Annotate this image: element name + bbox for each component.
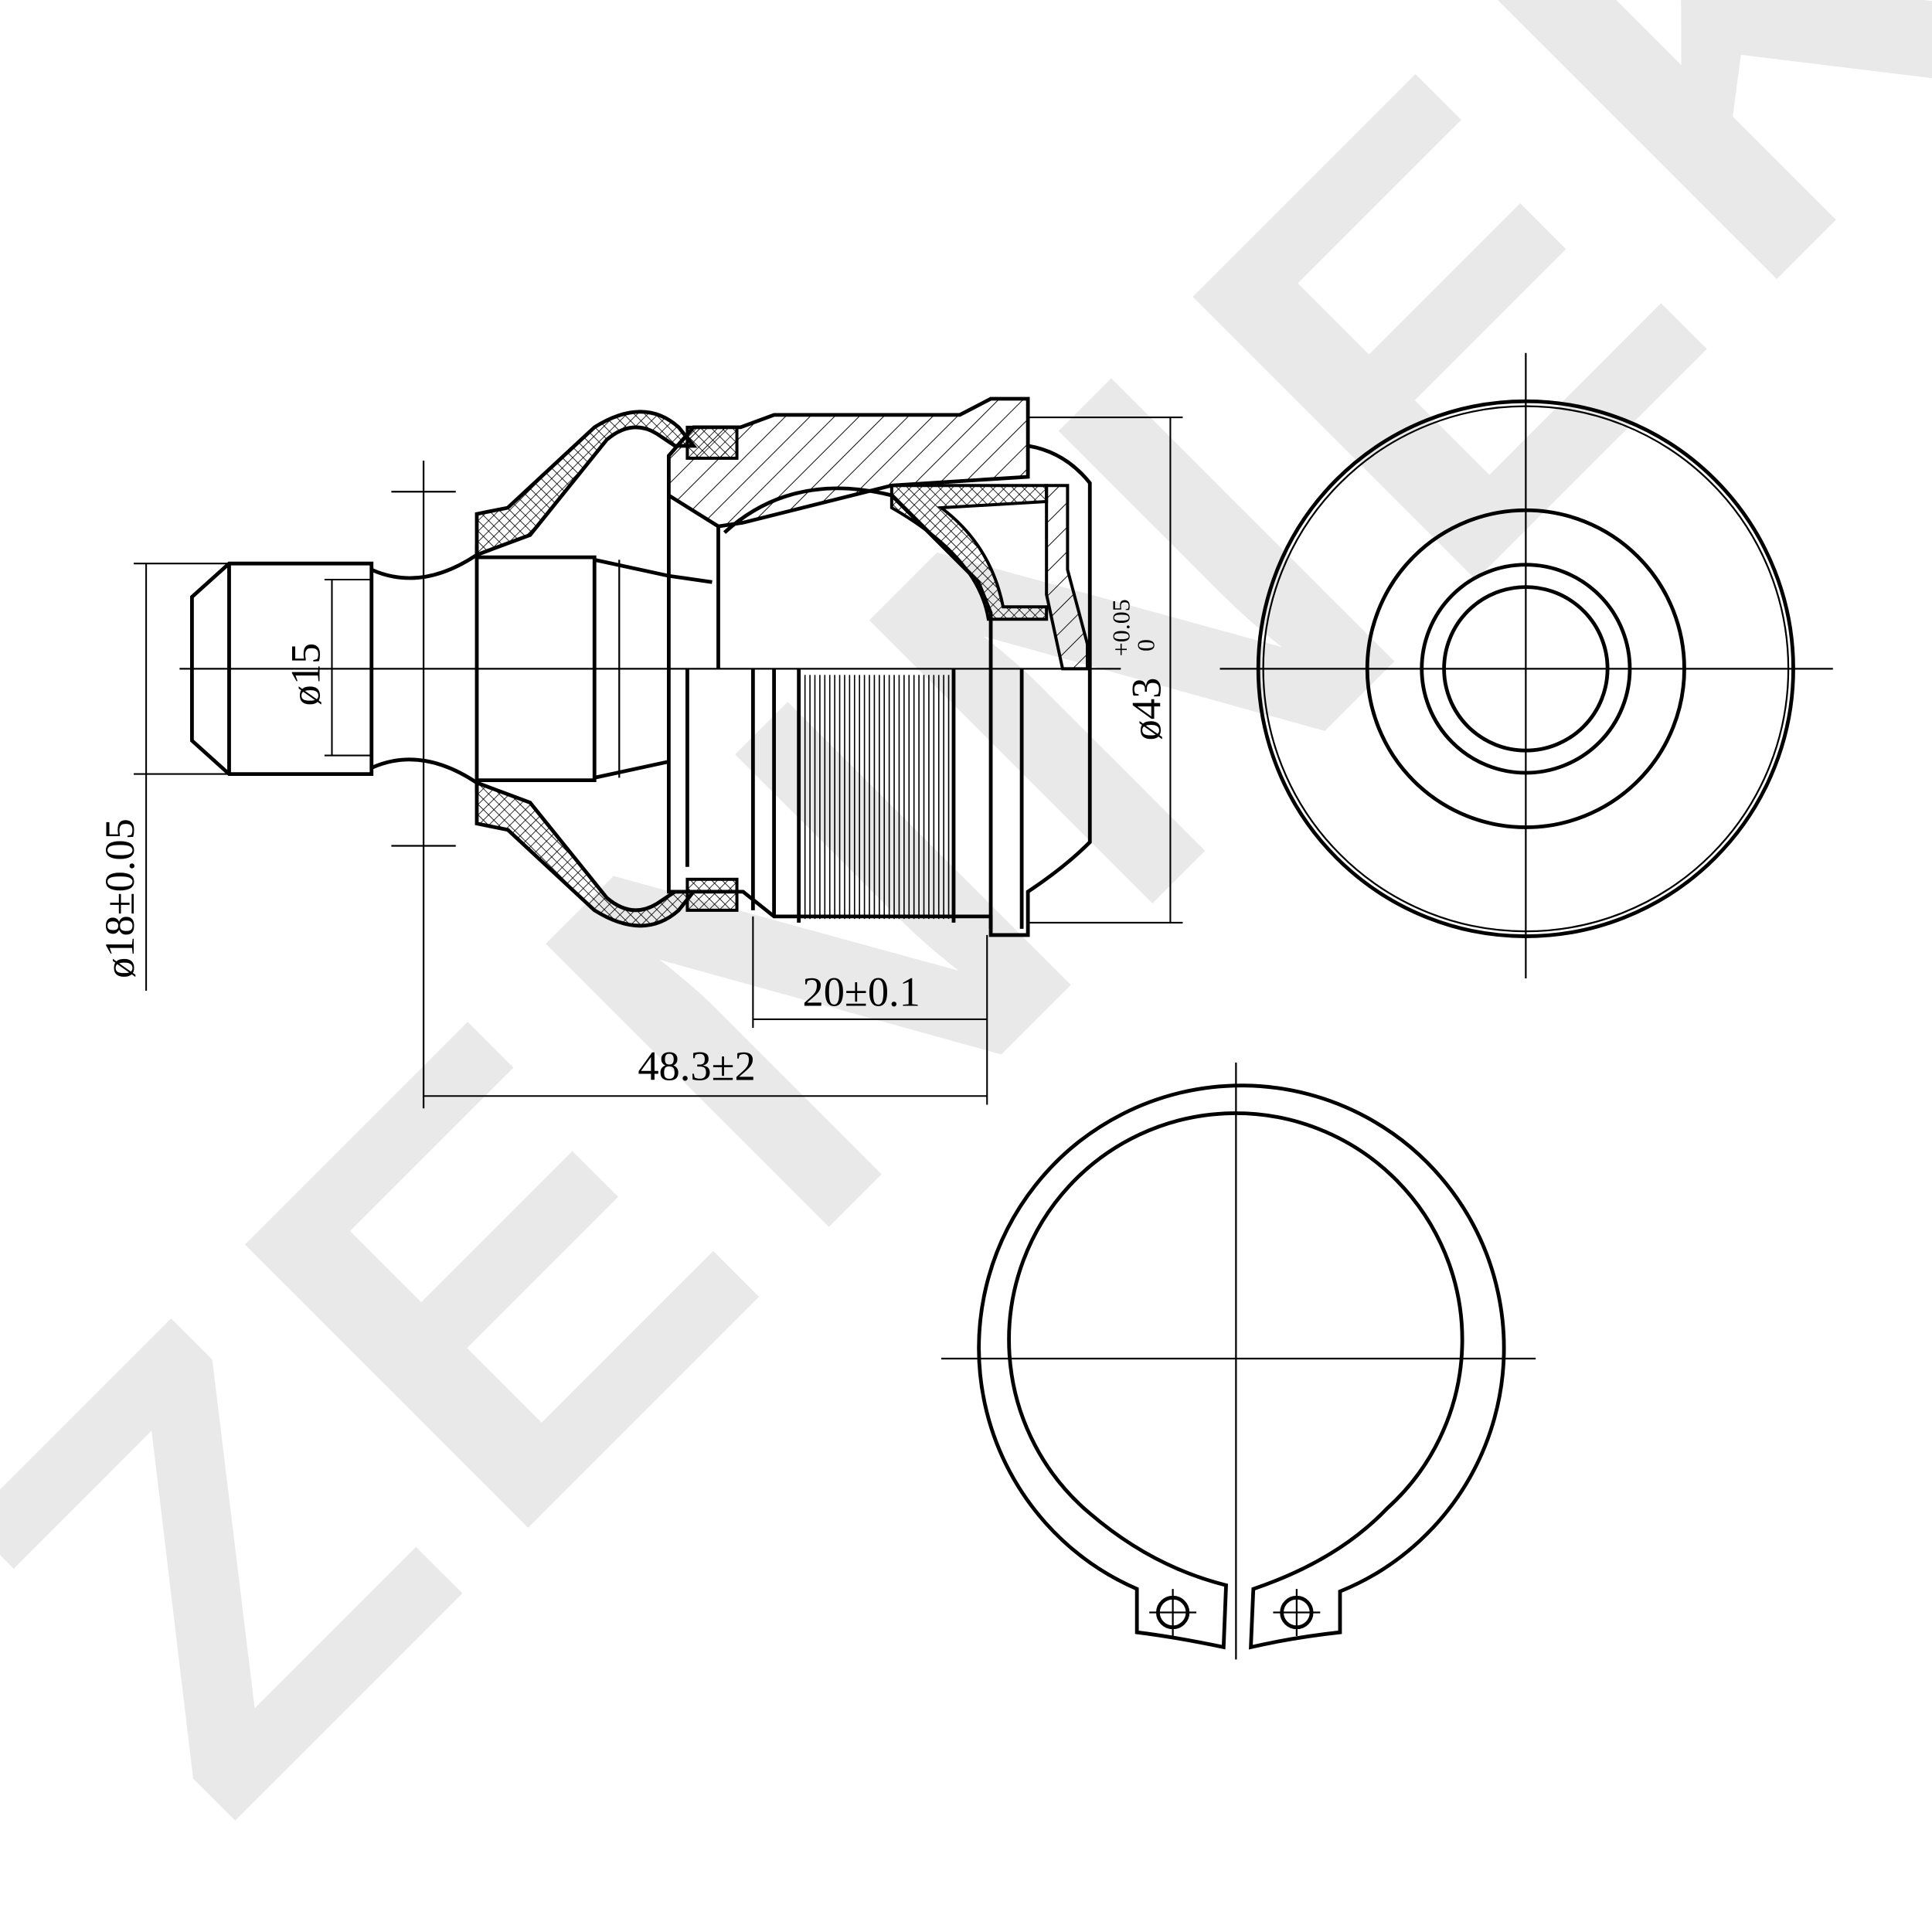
ring-grooves	[685, 668, 1024, 929]
hole-crosshairs	[1149, 1589, 1321, 1636]
boot-clamp-bottom	[685, 877, 739, 912]
dim-tol-lower: 0	[1132, 639, 1160, 651]
dim-neck-diameter: ø15	[281, 578, 372, 757]
dim-knurl-length: 20±0.1	[752, 916, 988, 1105]
retaining-circlip	[940, 1063, 1536, 1660]
circlip-outline	[977, 1083, 1506, 1650]
housing-body	[666, 444, 1092, 937]
ball-joint-side-view: ø18±0.05 ø15 ø43 +0.05 0 20±0.1 48.3±2	[96, 396, 1183, 1109]
dim-label-stud-diameter: ø18±0.05	[96, 818, 143, 978]
dust-boot-top	[474, 410, 698, 558]
knurled-section	[804, 675, 950, 920]
dim-overall-length: 48.3±2	[423, 1042, 988, 1097]
dim-tol-upper: +0.05	[1107, 599, 1135, 656]
end-cap	[1045, 484, 1090, 671]
dim-stud-diameter: ø18±0.05	[96, 563, 230, 992]
stud-neck	[370, 553, 478, 784]
dim-housing-diameter: ø43 +0.05 0	[1028, 417, 1183, 923]
stud-shaft	[474, 545, 713, 793]
dim-label-neck-diameter: ø15	[281, 643, 328, 706]
bearing-liner	[889, 484, 1049, 621]
dim-label-overall-length: 48.3±2	[638, 1042, 755, 1089]
ball-joint-end-view	[1219, 352, 1833, 979]
dim-label-housing-diameter: ø43	[1123, 678, 1170, 741]
dim-label-knurl-length: 20±0.1	[802, 968, 920, 1015]
